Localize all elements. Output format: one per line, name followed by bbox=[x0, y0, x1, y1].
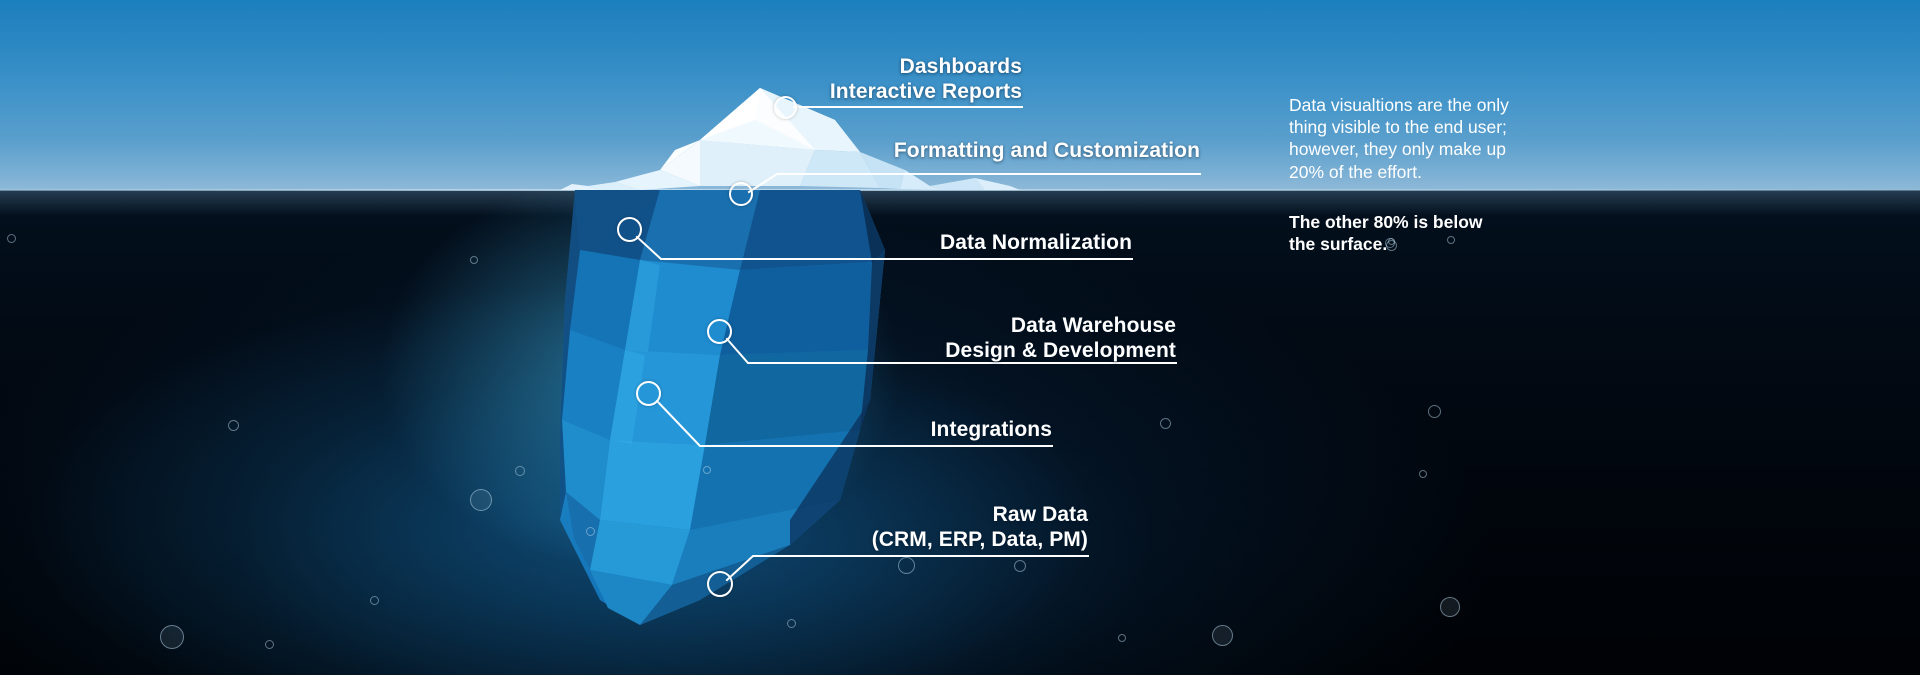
callout-normalization[interactable]: Data Normalization bbox=[632, 231, 1132, 256]
bubble bbox=[1447, 236, 1455, 244]
bubble bbox=[470, 489, 492, 511]
bubble bbox=[160, 625, 184, 649]
bubble bbox=[1428, 405, 1441, 418]
callout-dashboards[interactable]: Dashboards Interactive Reports bbox=[722, 55, 1022, 105]
bubble bbox=[787, 619, 796, 628]
bubble bbox=[1440, 597, 1460, 617]
bubble bbox=[7, 234, 16, 243]
bubble bbox=[586, 527, 595, 536]
sky-background bbox=[0, 0, 1920, 190]
connector-formatting bbox=[747, 173, 1201, 194]
marker-formatting[interactable] bbox=[729, 182, 753, 206]
bubble bbox=[228, 420, 239, 431]
callout-integrations-line1: Integrations bbox=[930, 418, 1052, 441]
callout-warehouse[interactable]: Data Warehouse Design & Development bbox=[676, 314, 1176, 364]
bubble bbox=[1419, 470, 1427, 478]
callout-formatting[interactable]: Formatting and Customization bbox=[700, 139, 1200, 164]
bubble bbox=[1388, 238, 1395, 245]
note-above-water: Data visualtions are the only thing visi… bbox=[1289, 95, 1509, 182]
callout-formatting-line1: Formatting and Customization bbox=[893, 139, 1200, 162]
bubble bbox=[703, 466, 711, 474]
ocean-surface-sheen bbox=[0, 190, 1920, 216]
callout-warehouse-line2: Design & Development bbox=[945, 338, 1176, 362]
marker-warehouse[interactable] bbox=[707, 319, 732, 344]
callout-rawdata-line2: (CRM, ERP, Data, PM) bbox=[871, 527, 1088, 551]
marker-normalization[interactable] bbox=[617, 217, 642, 242]
callout-integrations[interactable]: Integrations bbox=[552, 418, 1052, 443]
bubble bbox=[1118, 634, 1126, 642]
marker-integrations[interactable] bbox=[636, 381, 661, 406]
callout-rawdata[interactable]: Raw Data (CRM, ERP, Data, PM) bbox=[588, 503, 1088, 553]
marker-dashboards[interactable] bbox=[774, 96, 797, 119]
connector-warehouse bbox=[725, 337, 1177, 364]
connector-rawdata bbox=[725, 555, 1089, 582]
bubble bbox=[898, 557, 915, 574]
bubble bbox=[1212, 625, 1233, 646]
callout-normalization-line1: Data Normalization bbox=[940, 231, 1132, 254]
callout-dashboards-line1: Dashboards bbox=[899, 55, 1022, 78]
bubble bbox=[1014, 560, 1026, 572]
connector-normalization bbox=[635, 235, 1133, 260]
callout-dashboards-line2: Interactive Reports bbox=[829, 79, 1022, 103]
bubble bbox=[370, 596, 379, 605]
connector-integrations bbox=[655, 399, 1053, 447]
callout-warehouse-line1: Data Warehouse bbox=[1010, 314, 1176, 337]
bubble bbox=[265, 640, 274, 649]
bubble bbox=[1160, 418, 1171, 429]
bubble bbox=[515, 466, 525, 476]
callout-rawdata-line1: Raw Data bbox=[992, 503, 1088, 526]
note-below-water: The other 80% is below the surface. bbox=[1289, 212, 1483, 255]
bubble bbox=[470, 256, 478, 264]
marker-rawdata[interactable] bbox=[707, 571, 733, 597]
ocean-background bbox=[0, 190, 1920, 675]
